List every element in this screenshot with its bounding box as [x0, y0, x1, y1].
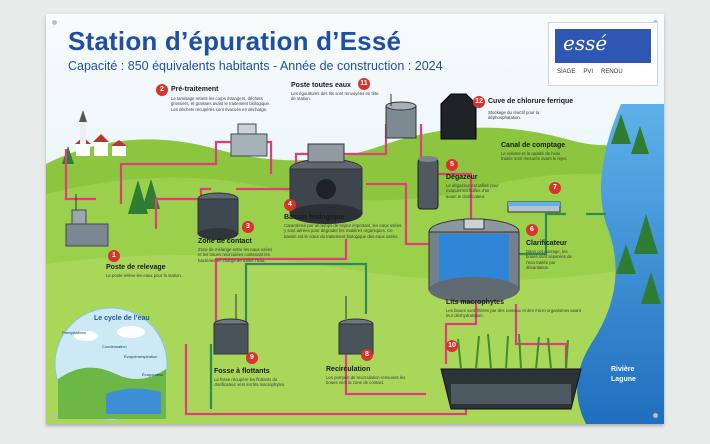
logo-text: essé	[563, 31, 608, 55]
step-number-6: 6	[526, 224, 538, 236]
step-desc-poste-toutes-eaux: Les égouttures des lits sont renvoyées e…	[291, 91, 379, 102]
cuve-chlorure-tank	[440, 93, 477, 140]
cycle-label-evapotranspiration: Évapotranspiration	[124, 354, 158, 359]
step-label-degazeur: Dégazeur	[446, 174, 478, 181]
step-desc-poste-relevage: Le poste relève les eaux pour la station…	[106, 273, 182, 278]
poste-toutes-eaux	[385, 94, 417, 139]
step-desc-degazeur: Le dégazeur est utilisé pour évacuer les…	[446, 183, 499, 199]
bassin-biologique	[289, 143, 363, 224]
cycle-label-precipitations: Précipitations	[62, 330, 87, 335]
step-number-4: 4	[284, 199, 296, 211]
water-cycle-illustration	[54, 307, 168, 421]
panel-screw	[52, 413, 57, 418]
step-label-canal-comptage: Canal de comptage	[501, 142, 566, 149]
river-label: Rivière	[611, 366, 635, 373]
lits-macrophytes-bed	[440, 333, 582, 410]
step-label-poste-toutes-eaux: Poste toutes eaux	[291, 82, 351, 89]
step-label-fosse-flottants: Fosse à flottants	[214, 368, 270, 375]
step-number-3: 3	[242, 221, 254, 233]
step-label-zone-contact: Zone de contact	[198, 238, 252, 245]
step-label-poste-relevage: Poste de relevage	[106, 264, 166, 271]
step-number-5: 5	[446, 159, 458, 171]
step-desc-zone-contact: Zone de mélange entre les eaux usées et …	[198, 247, 273, 263]
information-panel: Station d’épuration d’Essé Capacité : 85…	[46, 14, 664, 424]
partner-pvi: PVI	[583, 69, 594, 75]
step-desc-recirculation: Les pompes de recirculation renvoient le…	[326, 375, 406, 386]
step-label-lits-macrophytes: Lits macrophytes	[446, 299, 504, 306]
clarificateur-tank	[428, 218, 520, 303]
fosse-flottants-tank	[213, 294, 249, 355]
logo-band	[555, 29, 651, 63]
step-number-1: 1	[108, 250, 120, 262]
step-number-9: 9	[246, 352, 258, 364]
step-number-2: 2	[156, 84, 168, 96]
partner-logos: SIAGE PVI RENOU	[557, 69, 623, 75]
step-number-8: 8	[361, 349, 373, 361]
zone-contact-tank	[197, 192, 239, 240]
panel-subtitle: Capacité : 850 équivalents habitants - A…	[68, 59, 443, 73]
poste-relevage-structure	[65, 194, 109, 247]
village-houses	[75, 110, 127, 156]
panel-title: Station d’épuration d’Essé	[68, 26, 402, 56]
step-desc-canal-comptage: Le volume et la qualité de l’eau traitée…	[501, 151, 567, 162]
step-number-12: 12	[473, 96, 485, 108]
step-number-7: 7	[549, 182, 561, 194]
step-desc-clarificateur: Dans cet ouvrage, les boues sont séparée…	[526, 249, 572, 270]
partner-siage: SIAGE	[557, 69, 576, 75]
step-label-cuve-chlorure: Cuve de chlorure ferrique	[488, 98, 574, 105]
step-desc-cuve-chlorure: Stockage du réactif pour la déphosphatat…	[488, 110, 540, 121]
step-number-11: 11	[358, 78, 370, 90]
panel-screw	[653, 413, 658, 418]
step-desc-lits-macrophytes: Les boues sont filtrées par des roseaux …	[446, 308, 581, 319]
step-number-10: 10	[446, 340, 458, 352]
step-desc-pretraitement: Le tamisage retient les corps étrangers,…	[171, 96, 271, 112]
step-desc-fosse-flottants: La fosse récupère les flottants du clari…	[214, 377, 286, 388]
cycle-label-condensation: Condensation	[102, 344, 127, 349]
degazeur-column	[417, 156, 439, 210]
step-label-recirculation: Recirculation	[326, 366, 371, 373]
cycle-label-evaporation: Évaporation	[142, 372, 164, 377]
partner-renou: RENOU	[601, 69, 623, 75]
canal-comptage	[507, 201, 561, 213]
water-cycle-title: Le cycle de l’eau	[94, 315, 150, 322]
panel-screw	[52, 20, 57, 25]
river-sublabel: Lagune	[611, 376, 636, 383]
step-desc-bassin-biologique: Caractérisé par un temps de séjour impor…	[284, 223, 402, 239]
step-label-clarificateur: Clarificateur	[526, 240, 567, 247]
step-label-pretraitement: Pré-traitement	[171, 86, 219, 93]
pretraitement-machine	[230, 123, 268, 157]
step-label-bassin-biologique: Bassin biologique	[284, 214, 345, 221]
esse-logo: essé SIAGE PVI RENOU	[548, 22, 658, 86]
